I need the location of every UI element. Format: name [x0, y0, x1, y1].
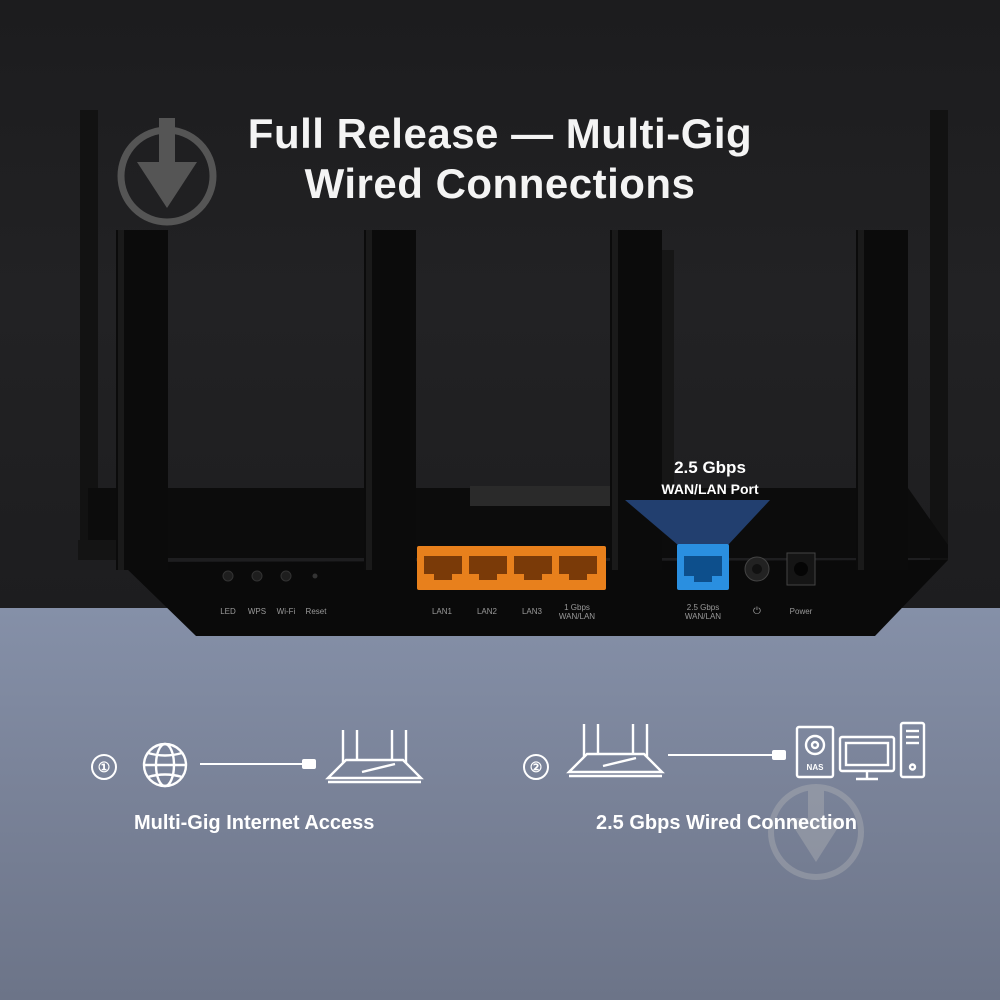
port-callout: 2.5 Gbps WAN/LAN Port	[620, 458, 800, 497]
scenario-2-number: ②	[523, 754, 549, 780]
label-25gbps-type: WAN/LAN	[684, 612, 722, 621]
globe-icon	[142, 742, 188, 788]
router-back-panel	[78, 110, 948, 636]
headline-line-2: Wired Connections	[304, 160, 696, 207]
scenario-2-caption: 2.5 Gbps Wired Connection	[596, 812, 857, 834]
pc-tower-icon	[899, 721, 926, 779]
label-1gbps-speed: 1 Gbps	[564, 603, 590, 612]
label-wifi: Wi-Fi	[276, 607, 296, 616]
router-icon	[566, 724, 665, 778]
scenario-1-number: ①	[91, 754, 117, 780]
label-lan3: LAN3	[521, 607, 542, 616]
label-25gbps: 2.5 Gbps WAN/LAN	[679, 603, 727, 621]
label-led: LED	[220, 607, 236, 616]
download-watermark-icon	[768, 784, 864, 880]
label-wps: WPS	[247, 607, 267, 616]
label-lan1: LAN1	[431, 607, 452, 616]
label-lan2: LAN2	[476, 607, 497, 616]
label-power: Power	[789, 607, 813, 616]
router-icon	[325, 730, 424, 784]
power-icon: ⏻	[753, 606, 761, 617]
label-25gbps-speed: 2.5 Gbps	[686, 603, 720, 612]
label-1gbps-type: WAN/LAN	[558, 612, 596, 621]
callout-speed: 2.5 Gbps	[674, 458, 746, 477]
nas-label: NAS	[807, 763, 825, 772]
label-reset: Reset	[305, 607, 327, 616]
callout-port: WAN/LAN Port	[661, 481, 759, 497]
monitor-icon	[838, 735, 896, 781]
download-watermark-icon	[117, 118, 217, 226]
headline-line-1: Full Release — Multi-Gig	[247, 110, 753, 157]
label-1gbps: 1 Gbps WAN/LAN	[553, 603, 601, 621]
scenario-1-caption: Multi-Gig Internet Access	[134, 812, 375, 834]
nas-icon	[795, 725, 835, 779]
